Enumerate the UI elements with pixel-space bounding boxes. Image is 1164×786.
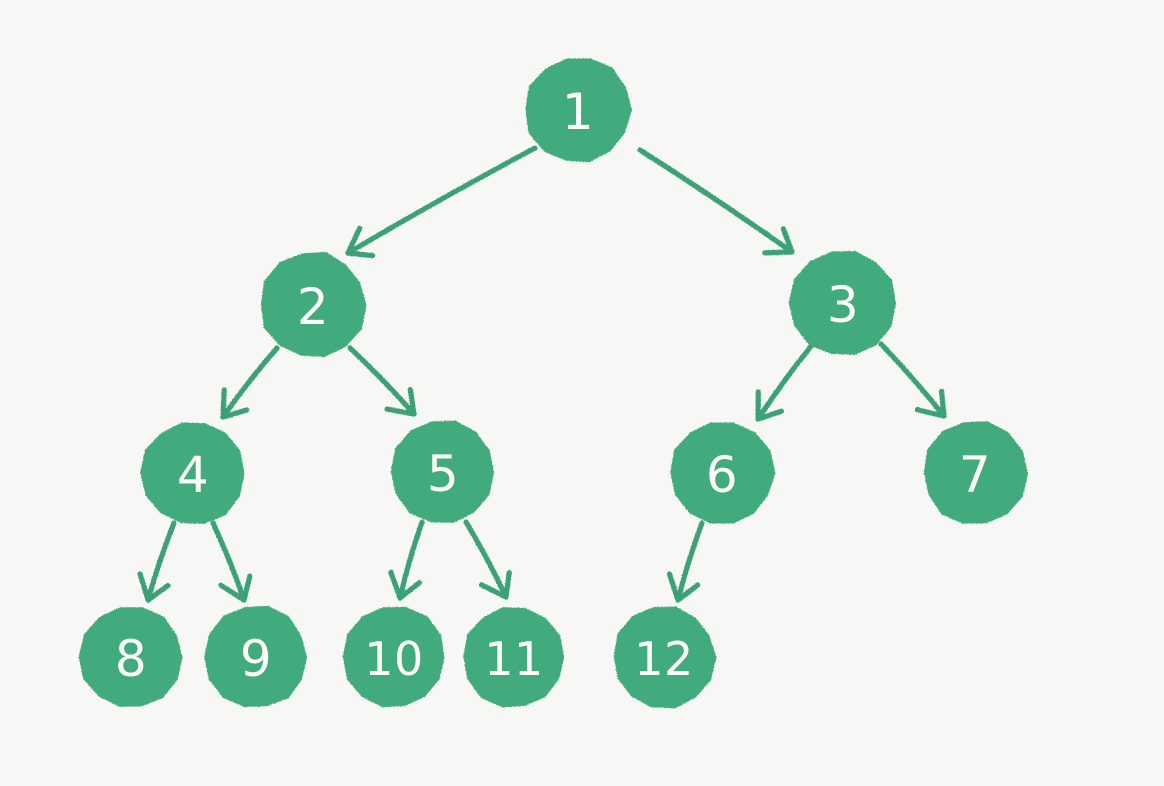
edge-5-to-10 xyxy=(388,519,425,601)
node-label-2: 2 xyxy=(297,278,329,336)
edge-shaft xyxy=(463,519,509,600)
tree-node-1[interactable]: 1 xyxy=(525,58,633,163)
edge-shaft xyxy=(347,345,417,417)
edge-6-to-12 xyxy=(666,520,705,603)
node-circle xyxy=(923,420,1029,524)
node-label-4: 4 xyxy=(177,446,209,504)
node-label-11: 11 xyxy=(484,632,544,686)
arrowhead-icon xyxy=(762,226,795,256)
tree-node-10[interactable]: 10 xyxy=(342,606,445,708)
edge-1-to-3 xyxy=(637,147,795,256)
edge-5-to-11 xyxy=(463,519,512,600)
tree-node-8[interactable]: 8 xyxy=(78,607,183,707)
node-label-8: 8 xyxy=(115,630,147,688)
node-circle xyxy=(463,607,565,708)
tree-node-9[interactable]: 9 xyxy=(204,605,308,708)
node-circle xyxy=(78,607,183,707)
node-circle xyxy=(342,606,445,708)
arrowhead-icon xyxy=(218,573,253,603)
edge-3-to-6 xyxy=(755,342,815,422)
edge-shaft xyxy=(637,147,795,255)
arrowhead-icon xyxy=(388,569,422,601)
tree-node-6[interactable]: 6 xyxy=(670,422,776,524)
edge-1-to-2 xyxy=(345,145,538,259)
node-circle xyxy=(525,58,633,163)
edge-shaft xyxy=(210,520,247,603)
node-label-10: 10 xyxy=(364,632,424,686)
arrowhead-icon xyxy=(137,571,171,603)
node-circle xyxy=(788,250,897,356)
node-label-3: 3 xyxy=(827,276,859,334)
tree-node-7[interactable]: 7 xyxy=(923,420,1029,524)
edge-4-to-8 xyxy=(137,520,177,603)
arrowhead-icon xyxy=(755,389,785,422)
edge-shaft xyxy=(145,520,177,603)
arrowhead-icon xyxy=(220,387,250,420)
node-label-7: 7 xyxy=(959,446,991,504)
edge-2-to-5 xyxy=(347,345,417,417)
edge-shaft xyxy=(755,342,815,422)
tree-node-11[interactable]: 11 xyxy=(463,607,565,708)
node-label-6: 6 xyxy=(706,446,738,504)
arrowhead-icon xyxy=(914,388,947,419)
edges-layer xyxy=(137,145,947,603)
node-circle xyxy=(613,606,717,709)
arrowhead-icon xyxy=(478,569,512,600)
tree-node-3[interactable]: 3 xyxy=(788,250,897,356)
edge-shaft xyxy=(345,145,538,256)
edge-shaft xyxy=(397,519,425,601)
edge-3-to-7 xyxy=(878,341,947,419)
tree-node-5[interactable]: 5 xyxy=(390,420,495,523)
arrowhead-icon xyxy=(384,386,417,417)
node-circle xyxy=(140,422,245,524)
node-label-9: 9 xyxy=(240,630,272,688)
node-circle xyxy=(670,422,776,524)
node-label-5: 5 xyxy=(427,445,459,503)
node-label-1: 1 xyxy=(562,83,594,141)
arrowhead-icon xyxy=(666,571,701,603)
tree-node-4[interactable]: 4 xyxy=(140,422,245,524)
edge-shaft xyxy=(220,345,280,420)
node-circle xyxy=(260,251,367,358)
node-circle xyxy=(204,605,308,708)
tree-node-2[interactable]: 2 xyxy=(260,251,367,358)
tree-node-12[interactable]: 12 xyxy=(613,606,717,709)
node-label-12: 12 xyxy=(634,632,694,686)
edge-4-to-9 xyxy=(210,520,253,603)
edge-2-to-4 xyxy=(220,345,280,420)
edge-shaft xyxy=(675,520,705,603)
arrowhead-icon xyxy=(345,225,376,259)
edge-shaft xyxy=(878,341,947,419)
node-circle xyxy=(390,420,495,523)
